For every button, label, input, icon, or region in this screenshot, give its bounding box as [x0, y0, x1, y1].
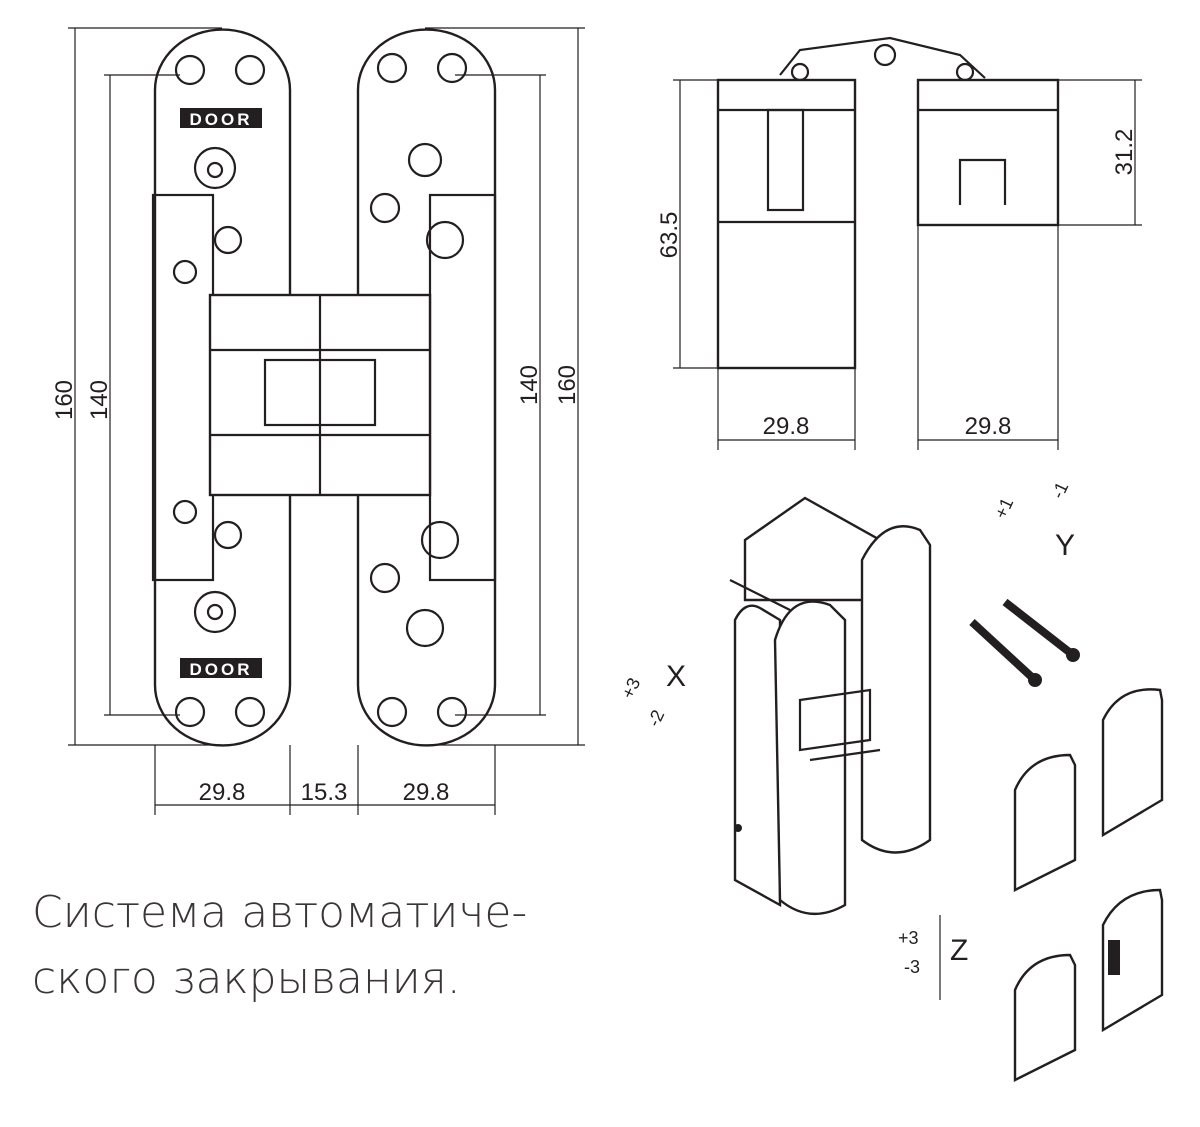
- axis-y-label: Y: [1055, 529, 1075, 562]
- x-plus: +3: [617, 675, 644, 702]
- dim-160-left: 160: [51, 380, 78, 420]
- dim-29-8-left: 29.8: [199, 779, 246, 806]
- x-minus: -2: [643, 707, 668, 730]
- y-minus: -1: [1047, 479, 1072, 502]
- dim-140-right: 140: [516, 365, 543, 405]
- door-marking-top-text: DOOR: [190, 110, 253, 129]
- axis-x-label: X: [666, 660, 686, 693]
- door-marking-bottom: [180, 658, 262, 678]
- front-view: DOOR DOOR: [51, 27, 585, 815]
- dim-140-left: 140: [86, 380, 113, 420]
- z-plus: +3: [898, 928, 919, 948]
- door-marking-bottom-text: DOOR: [190, 660, 253, 679]
- axis-z-label: Z: [950, 934, 968, 967]
- dim-63-5: 63.5: [656, 212, 683, 259]
- dim-15-3: 15.3: [301, 779, 348, 806]
- hinge-arm-block: [208, 293, 432, 497]
- door-marking-top: [180, 108, 262, 128]
- side-view: 63.5 31.2 29.8 29.8: [656, 36, 1142, 450]
- dim-29-8-side-left: 29.8: [763, 413, 810, 440]
- y-plus: +1: [990, 495, 1017, 522]
- isometric-view: X +3 -2 Y +1 -1 Z +3 -3: [617, 479, 1164, 1082]
- cover-caps: [1013, 688, 1164, 1082]
- front-dimensions: [68, 27, 585, 815]
- z-minus: -3: [904, 957, 920, 977]
- caption-line-2: ского закрывания.: [32, 953, 461, 1004]
- caption: Система автоматиче- ского закрывания.: [32, 880, 527, 1012]
- dim-31-2: 31.2: [1111, 129, 1138, 176]
- dim-29-8-right: 29.8: [403, 779, 450, 806]
- dim-160-right: 160: [554, 365, 581, 405]
- caption-line-1: Система автоматиче-: [32, 887, 528, 938]
- dim-29-8-side-right: 29.8: [965, 413, 1012, 440]
- screws: [969, 598, 1080, 687]
